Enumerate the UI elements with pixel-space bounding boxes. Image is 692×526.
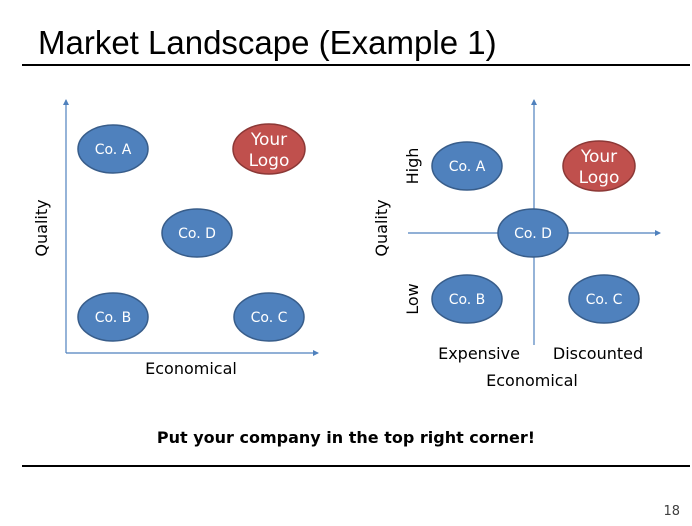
title-divider [22, 64, 690, 66]
left-logo-label-line1: Your [250, 130, 287, 150]
left-node-co-c-label: Co. C [251, 310, 288, 326]
left-node-co-b-label: Co. B [95, 310, 132, 326]
left-x-axis-label: Economical [145, 359, 237, 378]
left-logo-label-line2: Logo [249, 151, 290, 171]
left-node-co-a: Co. A [77, 124, 149, 174]
right-logo-label-line2: Logo [579, 168, 620, 188]
right-node-co-b-label: Co. B [449, 292, 486, 308]
right-node-co-a-label: Co. A [449, 159, 486, 175]
left-node-logo: Your Logo [232, 123, 306, 175]
footer-divider [22, 465, 690, 467]
right-map: Quality High Low Expensive Discounted Ec… [372, 99, 661, 390]
right-x-left-label: Expensive [438, 344, 520, 363]
right-y-low-label: Low [403, 283, 422, 315]
right-logo-label-line1: Your [580, 147, 617, 167]
right-x-right-label: Discounted [553, 344, 643, 363]
left-node-co-d: Co. D [161, 208, 233, 258]
left-node-co-d-label: Co. D [178, 226, 216, 242]
right-node-logo: Your Logo [562, 140, 636, 192]
slide-title: Market Landscape (Example 1) [38, 24, 497, 61]
left-node-co-a-label: Co. A [95, 142, 132, 158]
left-map: Quality Economical Co. A Your Logo Co. D… [32, 99, 319, 378]
right-node-co-d: Co. D [497, 208, 569, 258]
right-node-co-d-label: Co. D [514, 226, 552, 242]
right-node-co-a: Co. A [431, 141, 503, 191]
right-x-axis-label: Economical [486, 371, 578, 390]
page-number: 18 [663, 504, 680, 519]
left-y-axis-label: Quality [32, 199, 51, 256]
right-node-co-c-label: Co. C [586, 292, 623, 308]
tagline: Put your company in the top right corner… [156, 428, 536, 447]
left-node-co-c: Co. C [233, 292, 305, 342]
right-node-co-b: Co. B [431, 274, 503, 324]
right-node-co-c: Co. C [568, 274, 640, 324]
left-node-co-b: Co. B [77, 292, 149, 342]
right-y-axis-label: Quality [372, 199, 391, 256]
right-y-high-label: High [403, 148, 422, 185]
